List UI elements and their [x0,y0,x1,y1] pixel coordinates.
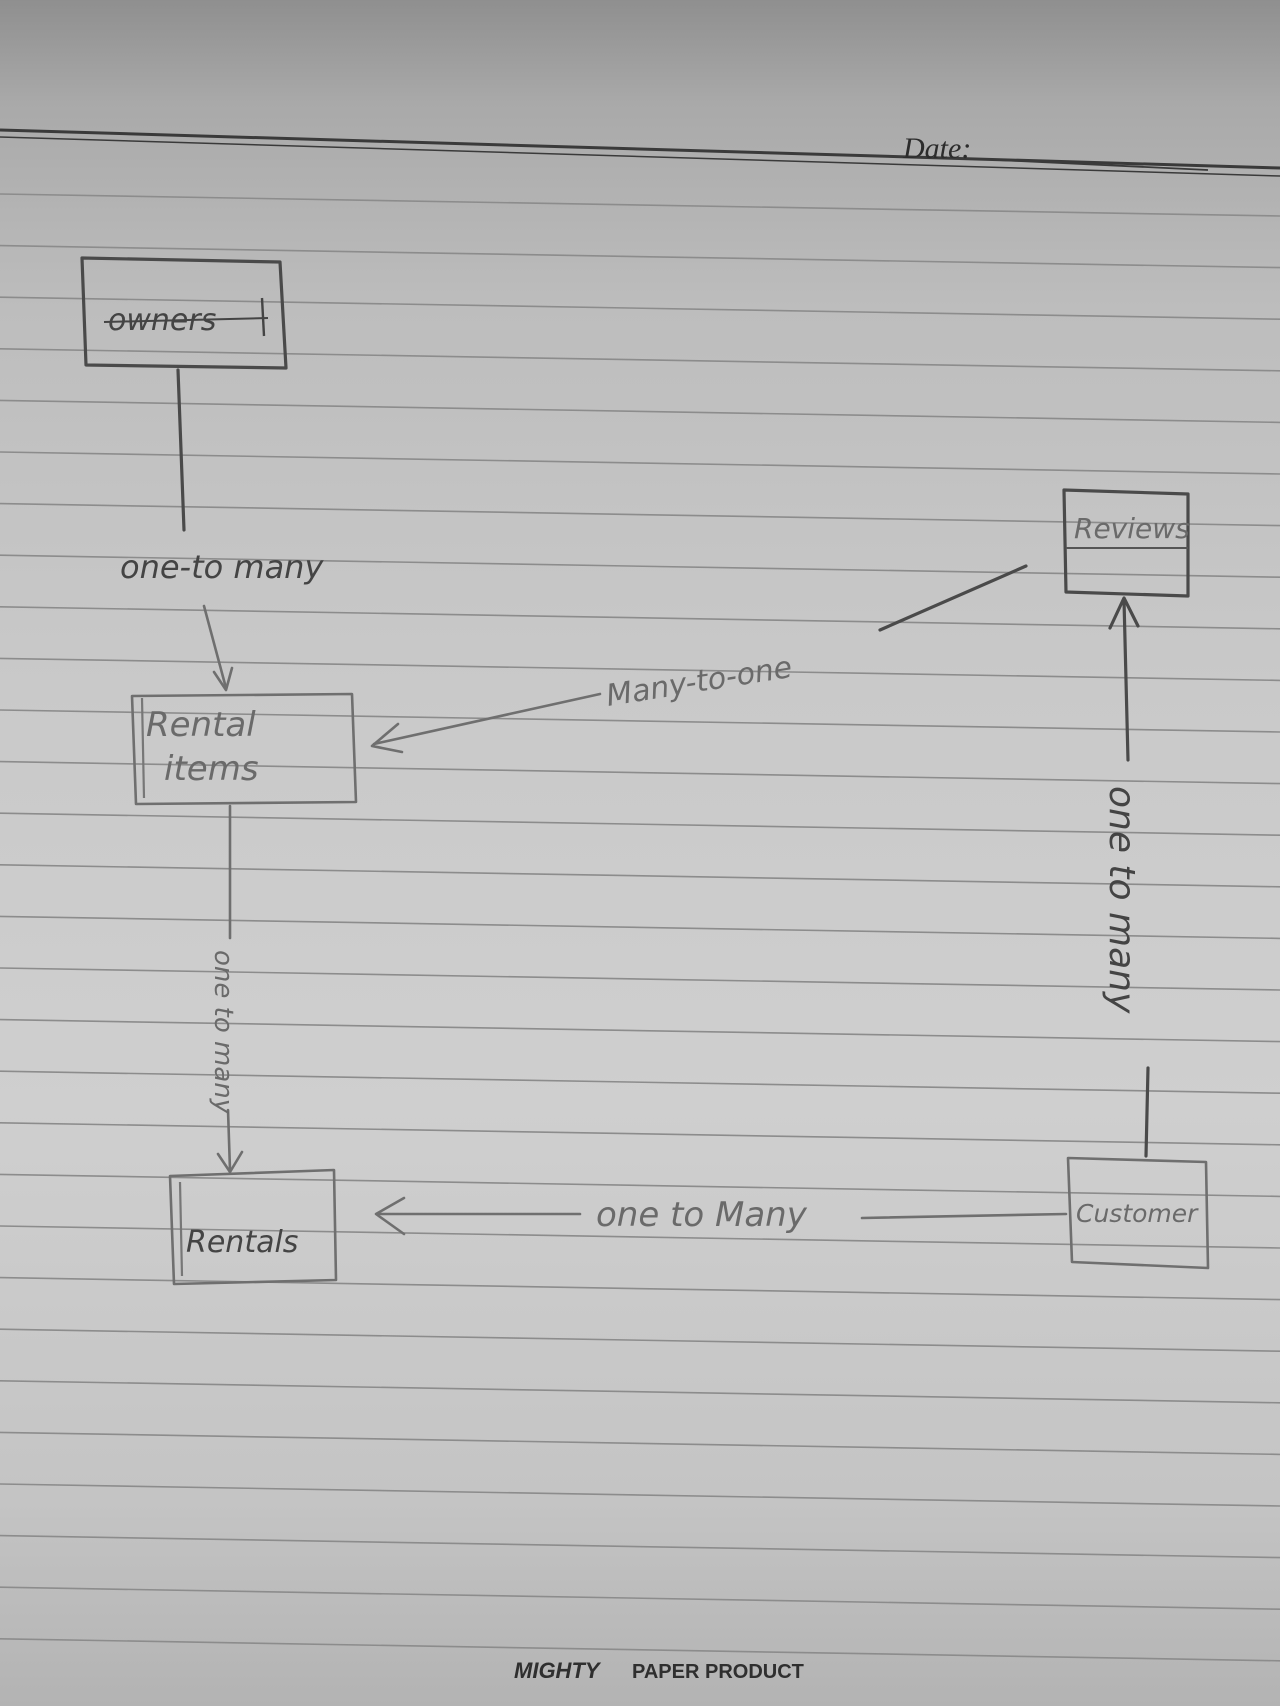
ruled-line [0,967,1280,991]
entity-rentals: Rentals [168,1168,338,1286]
ruled-line [0,451,1280,475]
header-rule-thin [0,136,1280,177]
customer-rentals-relationship-label: one to Many [596,1195,808,1235]
ruled-line [0,606,1280,630]
rental-items-box [130,692,358,806]
owners-box [80,256,288,370]
rentals-label: Rentals [186,1225,298,1260]
rentals-box [168,1168,338,1286]
ruled-line [0,709,1280,733]
rentals-inner-edge [178,1181,184,1277]
reviews-connector-line [878,564,1028,632]
many-to-one-arrow-shaft [372,692,602,746]
ruled-line [0,1431,1280,1456]
header: Date: [0,128,1280,177]
ruled-line [0,348,1280,372]
footer-tagline: PAPER PRODUCT [632,1661,804,1683]
entity-owners: owners [80,256,288,370]
customer-reviews-relationship-label: one to many [1101,786,1142,1014]
customer-connector-line [1144,1066,1150,1158]
ruled-line [0,1122,1280,1146]
ruled-line [0,1070,1280,1094]
date-label: Date: [902,132,971,165]
rental-items-label-line2: items [164,749,259,789]
date-line [997,159,1209,171]
ruled-lines [0,193,1280,1662]
ruled-line [0,1328,1280,1352]
reviews-label: Reviews [1074,512,1190,545]
ruled-line [0,1483,1280,1507]
relationship-owners-rental-items: one-to many [120,368,324,692]
relationship-reviews-rental-items: Many-to-one [370,564,1028,754]
many-to-one-arrow-head [370,722,404,754]
ruled-line [0,864,1280,888]
entity-reviews: Reviews [1062,488,1190,598]
ruled-line [0,760,1280,785]
reviews-relationship-label: Many-to-one [604,650,795,714]
entity-rental-items: Rental items [130,692,358,806]
ruled-line [0,296,1280,320]
customer-rentals-connector-line [860,1212,1068,1220]
ruled-line [0,657,1280,682]
reviews-box [1062,488,1190,598]
ruled-line [0,1276,1280,1301]
ruled-line [0,915,1280,940]
ruled-line [0,1225,1280,1249]
ruled-line [0,1534,1280,1559]
owners-relationship-label: one-to many [120,548,324,586]
rentals-horizontal-arrow-head [374,1196,406,1236]
ruled-line [0,244,1280,269]
ruled-line [0,399,1280,424]
customer-box [1066,1156,1210,1270]
reviews-arrow-head [1108,596,1140,630]
ruled-line [0,1380,1280,1404]
header-rule [0,128,1280,170]
customer-label: Customer [1076,1199,1199,1228]
ruled-line [0,1018,1280,1043]
owners-box-divider [260,297,266,337]
rentals-arrow-head [216,1150,244,1174]
ruled-line [0,812,1280,836]
footer: MIGHTY PAPER PRODUCT [514,1658,804,1683]
relationship-customer-rentals: one to Many [374,1195,1068,1236]
rental-items-relationship-label: one to many [208,950,238,1115]
ruled-line [0,193,1280,217]
owners-arrow-shaft [202,604,228,690]
entity-customer: Customer [1066,1156,1210,1270]
ruled-line [0,1638,1280,1662]
owners-connector-line [176,368,186,532]
rental-items-label-line1: Rental [146,705,256,745]
rentals-arrow-shaft [226,1108,232,1172]
reviews-arrow-shaft [1122,598,1130,762]
footer-brand: MIGHTY [514,1658,602,1683]
owners-strike [103,317,269,323]
ruled-line [0,502,1280,527]
ruled-line [0,1173,1280,1198]
rental-items-inner-edge [140,697,146,799]
ruled-line [0,1586,1280,1610]
relationship-customer-reviews: one to many [1101,596,1150,1158]
owners-arrow-head [212,666,234,692]
relationship-rental-items-rentals: one to many [208,804,244,1174]
